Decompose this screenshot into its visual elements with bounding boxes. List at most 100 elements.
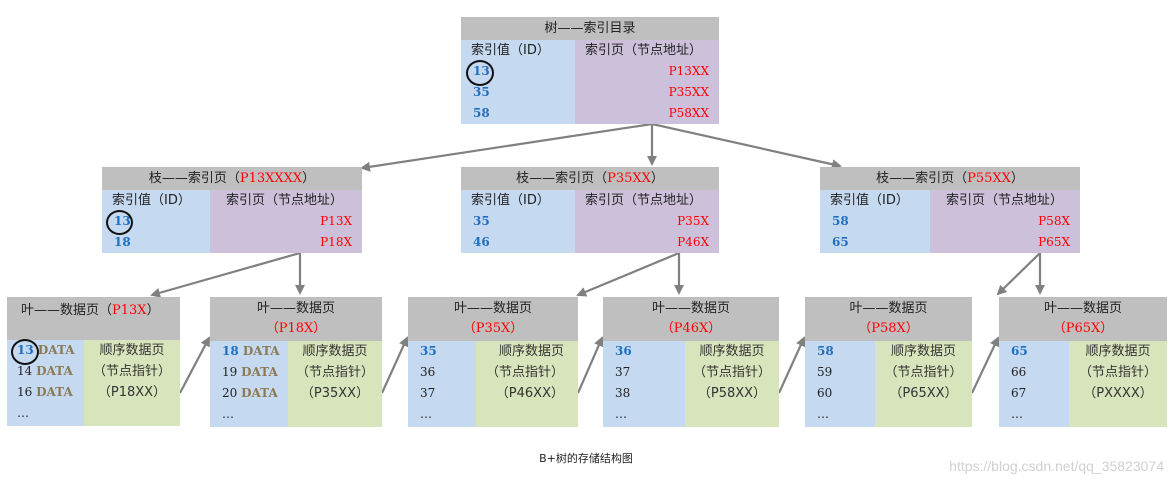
branch-col-addr-header: 索引页（节点地址） [946, 193, 1064, 208]
leaf-data-label: DATA [36, 385, 73, 399]
branch-addr-column: 索引页（节点地址） P13X P18X [210, 190, 362, 253]
branch-node-3: 枝——索引页（P55XX） 索引值（ID） 58 65 索引页（节点地址） P5… [820, 167, 1080, 253]
leaf-id-column: 35 36 37 … [408, 341, 476, 427]
branch-addr-column: 索引页（节点地址） P58X P65X [930, 190, 1080, 253]
leaf-title-text: 叶——数据页（ [21, 303, 113, 318]
leaf-row-3: 16 DATA [7, 382, 84, 403]
leaf-title: 叶——数据页 （P58X） [805, 298, 972, 341]
leaf-pointer-line-3: （P58XX） [697, 386, 767, 401]
leaf-node-4: 叶——数据页 （P46X） 36 37 38 … 顺序数据页 （节点指针） （P… [603, 297, 779, 427]
leaf-title: 叶——数据页 （P46X） [603, 298, 779, 341]
branch-title: 枝——索引页（P13XXXX） [102, 168, 362, 190]
leaf-id: 37 [420, 386, 436, 400]
branch-col-addr-header: 索引页（节点地址） [585, 193, 703, 208]
branch-col-id-header: 索引值（ID） [471, 193, 550, 208]
branch-node-1: 枝——索引页（P13XXXX） 索引值（ID） 13 18 索引页（节点地址） … [102, 167, 362, 253]
branch-title-end: ） [302, 171, 316, 186]
branch-addr-1: P13X [320, 214, 352, 228]
arrow-leaf2-to-leaf3 [380, 336, 409, 394]
leaf-row-3: 20 DATA [210, 383, 288, 404]
leaf-node-3: 叶——数据页 （P35X） 35 36 37 … 顺序数据页 （节点指针） （P… [408, 297, 578, 427]
branch-addr-2: P46X [677, 235, 709, 249]
leaf-id-column: 36 37 38 … [603, 341, 685, 427]
root-addr-1: P13XX [668, 64, 709, 78]
arrow-branch2-to-leaf3 [576, 251, 680, 297]
leaf-id: 58 [817, 344, 834, 358]
leaf-node-5: 叶——数据页 （P58X） 58 59 60 … 顺序数据页 （节点指针） （P… [805, 297, 972, 427]
leaf-pointer-column: 顺序数据页 （节点指针） （P35XX） [288, 341, 382, 427]
branch-id-column: 索引值（ID） 58 65 [820, 190, 930, 253]
leaf-pointer-line-1: 顺序数据页 [498, 344, 564, 359]
leaf-id: 60 [817, 386, 833, 400]
leaf-id: 36 [615, 344, 632, 358]
leaf-pointer-line-3: （PXXXX） [1083, 386, 1153, 401]
arrow-leaf5-to-leaf6 [971, 336, 1000, 394]
leaf-pointer-line-2: （节点指针） [295, 365, 374, 380]
leaf-pointer-column: 顺序数据页 （节点指针） （P46XX） [476, 341, 578, 427]
leaf-title-text: 叶——数据页 [651, 301, 730, 316]
leaf-id: 19 [222, 365, 238, 379]
leaf-id: 67 [1011, 386, 1027, 400]
leaf-id: 18 [222, 344, 239, 358]
branch-title-end: ） [650, 171, 664, 186]
root-addr-2: P35XX [668, 85, 709, 99]
root-node: 树——索引目录 索引值（ID） 13 35 58 索引页（节点地址） P13XX… [461, 17, 719, 124]
branch-col-addr-header: 索引页（节点地址） [226, 193, 344, 208]
leaf-id: 65 [1011, 344, 1028, 358]
leaf-pointer-line-2: （节点指针） [1078, 365, 1157, 380]
leaf-node-1: 叶——数据页（P13X） 13 DATA 14 DATA 16 DATA … 顺… [7, 297, 180, 426]
leaf-id-column: 65 66 67 … [999, 341, 1069, 427]
branch-id-column: 索引值（ID） 35 46 [461, 190, 575, 253]
leaf-id: 20 [222, 386, 238, 400]
branch-title-text: 枝——索引页（ [516, 171, 608, 186]
branch-id-column: 索引值（ID） 13 18 [102, 190, 210, 253]
root-col-addr-header: 索引页（节点地址） [585, 43, 703, 58]
leaf-id-column: 18 DATA 19 DATA 20 DATA … [210, 341, 288, 427]
leaf-pointer-line-2: （节点指针） [92, 364, 171, 379]
branch-node-2: 枝——索引页（P35XX） 索引值（ID） 35 46 索引页（节点地址） P3… [461, 167, 719, 253]
leaf-id: 38 [615, 386, 631, 400]
leaf-id: … [817, 407, 829, 421]
leaf-title-addr: （P46X） [660, 321, 722, 336]
branch-title-text: 枝——索引页（ [876, 171, 968, 186]
arrow-root-to-branch-1 [360, 122, 653, 172]
root-id-3: 58 [473, 106, 490, 120]
branch-id-2: 46 [473, 235, 490, 249]
leaf-id: 37 [615, 365, 631, 379]
leaf-data-label: DATA [241, 365, 278, 379]
root-addr-column: 索引页（节点地址） P13XX P35XX P58XX [575, 40, 719, 124]
leaf-row-1: 18 DATA [210, 341, 288, 362]
arrow-branch3-to-leaf5 [996, 252, 1041, 296]
leaf-pointer-line-3: （P18XX） [97, 385, 167, 400]
leaf-data-label: DATA [242, 344, 280, 358]
leaf-node-2: 叶——数据页 （P18X） 18 DATA 19 DATA 20 DATA … … [210, 297, 382, 427]
branch-col-id-header: 索引值（ID） [112, 193, 191, 208]
leaf-pointer-line-2: （节点指针） [692, 365, 771, 380]
branch-id-2: 65 [832, 235, 849, 249]
leaf-id: 59 [817, 365, 833, 379]
branch-title-addr: P13XXXX [239, 171, 303, 186]
leaf-data-label: DATA [241, 386, 278, 400]
branch-id-1: 35 [473, 214, 490, 228]
branch-id-2: 18 [114, 235, 131, 249]
leaf-title: 叶——数据页 （P18X） [210, 298, 382, 341]
branch-col-id-header: 索引值（ID） [830, 193, 909, 208]
branch-title-addr: P55XX [967, 171, 1011, 186]
leaf-id: 16 [17, 385, 33, 399]
leaf-pointer-line-2: （节点指针） [485, 365, 564, 380]
leaf-title: 叶——数据页 （P35X） [408, 298, 578, 341]
leaf-row-2: 14 DATA [7, 361, 84, 382]
leaf-id: … [615, 407, 627, 421]
leaf-pointer-line-2: （节点指针） [884, 365, 963, 380]
branch-addr-1: P35X [677, 214, 709, 228]
branch-title: 枝——索引页（P35XX） [461, 168, 719, 190]
leaf-pointer-column: 顺序数据页 （节点指针） （PXXXX） [1069, 341, 1167, 427]
leaf-title-text: 叶——数据页 [453, 301, 532, 316]
leaf-pointer-column: 顺序数据页 （节点指针） （P58XX） [685, 341, 779, 427]
branch-title: 枝——索引页（P55XX） [820, 168, 1080, 190]
leaf-id: 14 [17, 364, 33, 378]
leaf-title-text: 叶——数据页 [256, 301, 335, 316]
leaf-title-end: ） [146, 303, 160, 318]
leaf-id: 36 [420, 365, 436, 379]
